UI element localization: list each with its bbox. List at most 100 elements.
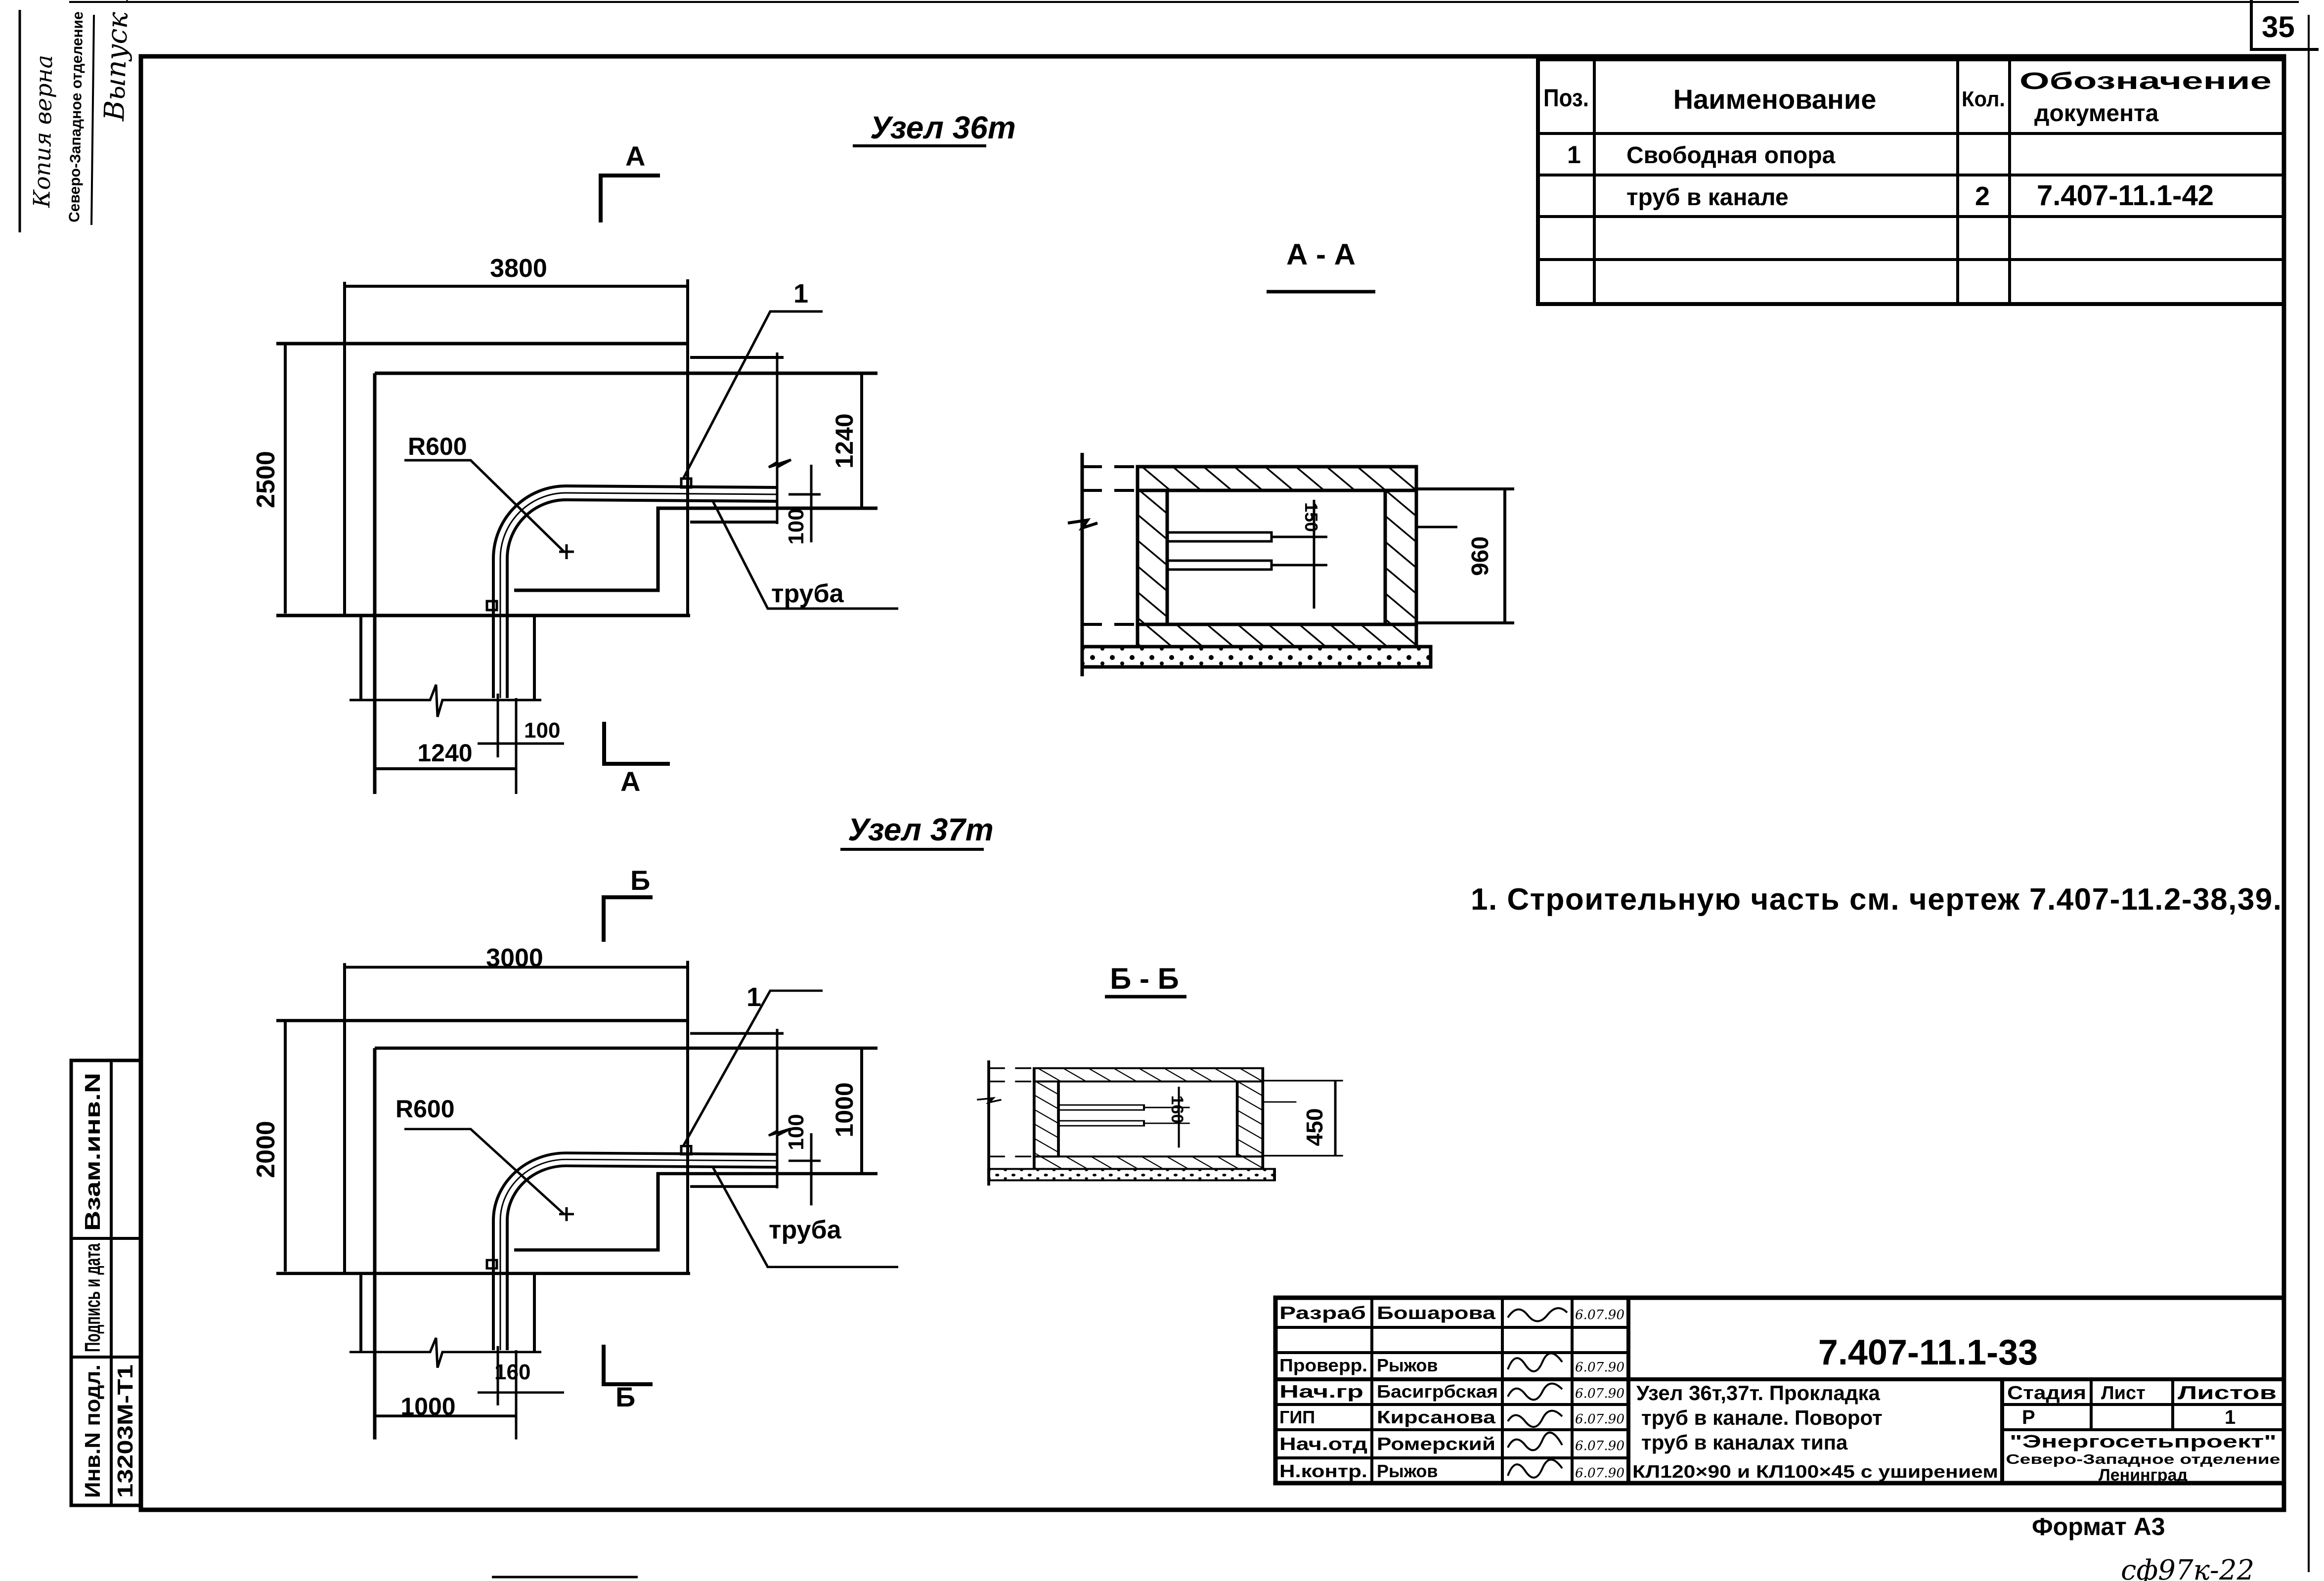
- section-letter-top: А: [625, 140, 645, 172]
- role-5: Нач.отд: [1279, 1434, 1367, 1454]
- dim-bottom-small: 100: [524, 718, 560, 743]
- page-number-box: 35: [2250, 0, 2319, 51]
- date-2: 6.07.90: [1575, 1360, 1624, 1375]
- spec-header-doc-2: документа: [2034, 100, 2159, 127]
- node-36-plan: Узел 36т А А 3800 2500 R600 1240 100 124…: [252, 110, 1016, 797]
- stage-header: Стадия: [2007, 1383, 2086, 1404]
- page-number: 35: [2262, 10, 2295, 44]
- name-4: Кирсанова: [1377, 1407, 1496, 1427]
- section-letter-bottom-b: Б: [615, 1381, 635, 1412]
- margin-stamp: Копия верна Северо-Западное отделение Вы…: [18, 0, 135, 232]
- sheet-header: Лист: [2101, 1383, 2146, 1404]
- description-line-2: труб в канале. Поворот: [1641, 1406, 1883, 1429]
- role-0: Разраб: [1279, 1303, 1366, 1323]
- section-bb-title: Б - Б: [1110, 962, 1179, 995]
- callout-1-b: 1: [746, 982, 761, 1012]
- section-bb: Б - Б 160 450: [977, 962, 1343, 1186]
- dim-right-small: 100: [784, 508, 808, 544]
- dim-right: 1240: [831, 413, 858, 468]
- pipe-label: труба: [771, 579, 844, 608]
- spec-row2-doc: 7.407-11.1-42: [2037, 179, 2214, 212]
- section-aa-title: А - А: [1286, 238, 1356, 271]
- dim-right-b: 1000: [831, 1082, 858, 1137]
- side-label-replace: Взам.инв.N: [81, 1073, 105, 1231]
- title-block: Разраб Бошарова 6.07.90 Проверр. Рыжов 6…: [1273, 1295, 2286, 1486]
- dim-right-small-b: 100: [784, 1114, 808, 1150]
- section-mark-bottom: [602, 722, 670, 766]
- section-bb-dim-pipes: 160: [1168, 1096, 1186, 1124]
- section-aa: А - А 150 960: [1068, 238, 1514, 676]
- spec-row2-qty: 2: [1975, 181, 1990, 211]
- spec-header-pos: Поз.: [1543, 84, 1589, 112]
- sheet-frame: [138, 54, 2286, 1512]
- description-line-3: труб в каналах типа: [1641, 1431, 1848, 1454]
- signatures: [1507, 1307, 1568, 1479]
- section-aa-geometry: [1068, 453, 1514, 676]
- spec-table: Поз. Наименование Кол. Обозначение докум…: [1536, 57, 2286, 306]
- radius-label-b: R600: [395, 1095, 455, 1123]
- stage-value: Р: [2022, 1406, 2035, 1428]
- general-note: 1. Строительную часть см. чертеж 7.407-1…: [1471, 882, 2281, 917]
- dim-bottom-small-b: 160: [494, 1360, 530, 1384]
- dim-height-b: 2000: [252, 1121, 280, 1178]
- callout-1: 1: [793, 279, 808, 308]
- date-0: 6.07.90: [1575, 1308, 1624, 1322]
- sheets-value: 1: [2225, 1406, 2236, 1428]
- format-label: Формат А3: [2032, 1513, 2165, 1540]
- stamp-line1: Копия верна: [28, 54, 57, 208]
- signature-rows: Разраб Бошарова 6.07.90 Проверр. Рыжов 6…: [1279, 1303, 1624, 1481]
- spec-header-doc: Обозначение: [2019, 68, 2272, 94]
- spec-row1-name: Свободная опора: [1626, 142, 1836, 169]
- description: Узел 36т,37т. Прокладка труб в канале. П…: [1632, 1381, 1998, 1482]
- org-name: "Энергосетьпроект": [2010, 1431, 2277, 1451]
- stamp-issue: Выпуск 1: [98, 0, 135, 122]
- sheets-header: Листов: [2178, 1383, 2277, 1404]
- node-36-title: Узел 36т: [870, 110, 1016, 145]
- name-7: Рыжов: [1377, 1461, 1438, 1481]
- role-2: Проверр.: [1279, 1355, 1367, 1375]
- spec-row2-name: труб в канале: [1626, 184, 1789, 211]
- node-37-title: Узел 37т: [848, 812, 994, 847]
- node-37-plan: Узел 37т Б Б 3000 2000 R600 1000 100 100…: [252, 812, 994, 1440]
- section-bb-geometry: [977, 1060, 1343, 1186]
- pipe-label-b: труба: [769, 1216, 842, 1244]
- section-aa-dim-height: 960: [1467, 536, 1493, 576]
- side-inventory-table: Инв.N подл. Подпись и дата Взам.инв.N 13…: [69, 1058, 143, 1507]
- name-3: Басигрбская: [1377, 1381, 1498, 1402]
- date-7: 6.07.90: [1575, 1466, 1624, 1481]
- section-mark-bottom-b: [602, 1345, 653, 1386]
- section-mark-top-b: [602, 895, 653, 942]
- dim-bottom: 1240: [417, 739, 472, 767]
- org-city: Ленинград: [2099, 1466, 2188, 1485]
- spec-row1-pos: 1: [1567, 141, 1581, 169]
- node-37-geometry: [276, 961, 898, 1439]
- side-label-inv: Инв.N подл.: [81, 1364, 105, 1498]
- date-5: 6.07.90: [1575, 1439, 1624, 1453]
- description-line-4: КЛ120×90 и КЛ100×45 с уширением: [1632, 1461, 1998, 1482]
- role-3: Нач.гр: [1279, 1381, 1363, 1402]
- name-2: Рыжов: [1377, 1355, 1438, 1375]
- stamp-line2: Северо-Западное отделение: [66, 11, 86, 222]
- section-mark-top: [599, 174, 660, 222]
- side-label-sign: Подпись и дата: [81, 1243, 105, 1352]
- date-3: 6.07.90: [1575, 1386, 1624, 1401]
- org-branch: Северо-Западное отделение: [2006, 1451, 2280, 1467]
- dim-width-b: 3000: [486, 944, 543, 972]
- dim-height: 2500: [252, 451, 280, 508]
- dim-bottom-b: 1000: [400, 1393, 455, 1420]
- spec-header-name: Наименование: [1673, 84, 1877, 115]
- section-letter-bottom: А: [620, 766, 640, 797]
- name-0: Бошарова: [1377, 1303, 1496, 1323]
- role-7: Н.контр.: [1279, 1461, 1367, 1481]
- dim-width: 3800: [490, 254, 547, 283]
- radius-label: R600: [408, 433, 467, 460]
- description-line-1: Узел 36т,37т. Прокладка: [1636, 1381, 1881, 1405]
- role-4: ГИП: [1279, 1407, 1315, 1427]
- section-bb-dim-height: 450: [1302, 1108, 1327, 1146]
- date-4: 6.07.90: [1575, 1412, 1624, 1427]
- name-5: Ромерский: [1377, 1434, 1495, 1454]
- side-inventory-value: 13203М-Т1: [113, 1364, 137, 1498]
- doc-code: 7.407-11.1-33: [1818, 1333, 2038, 1372]
- section-letter-top-b: Б: [630, 865, 650, 896]
